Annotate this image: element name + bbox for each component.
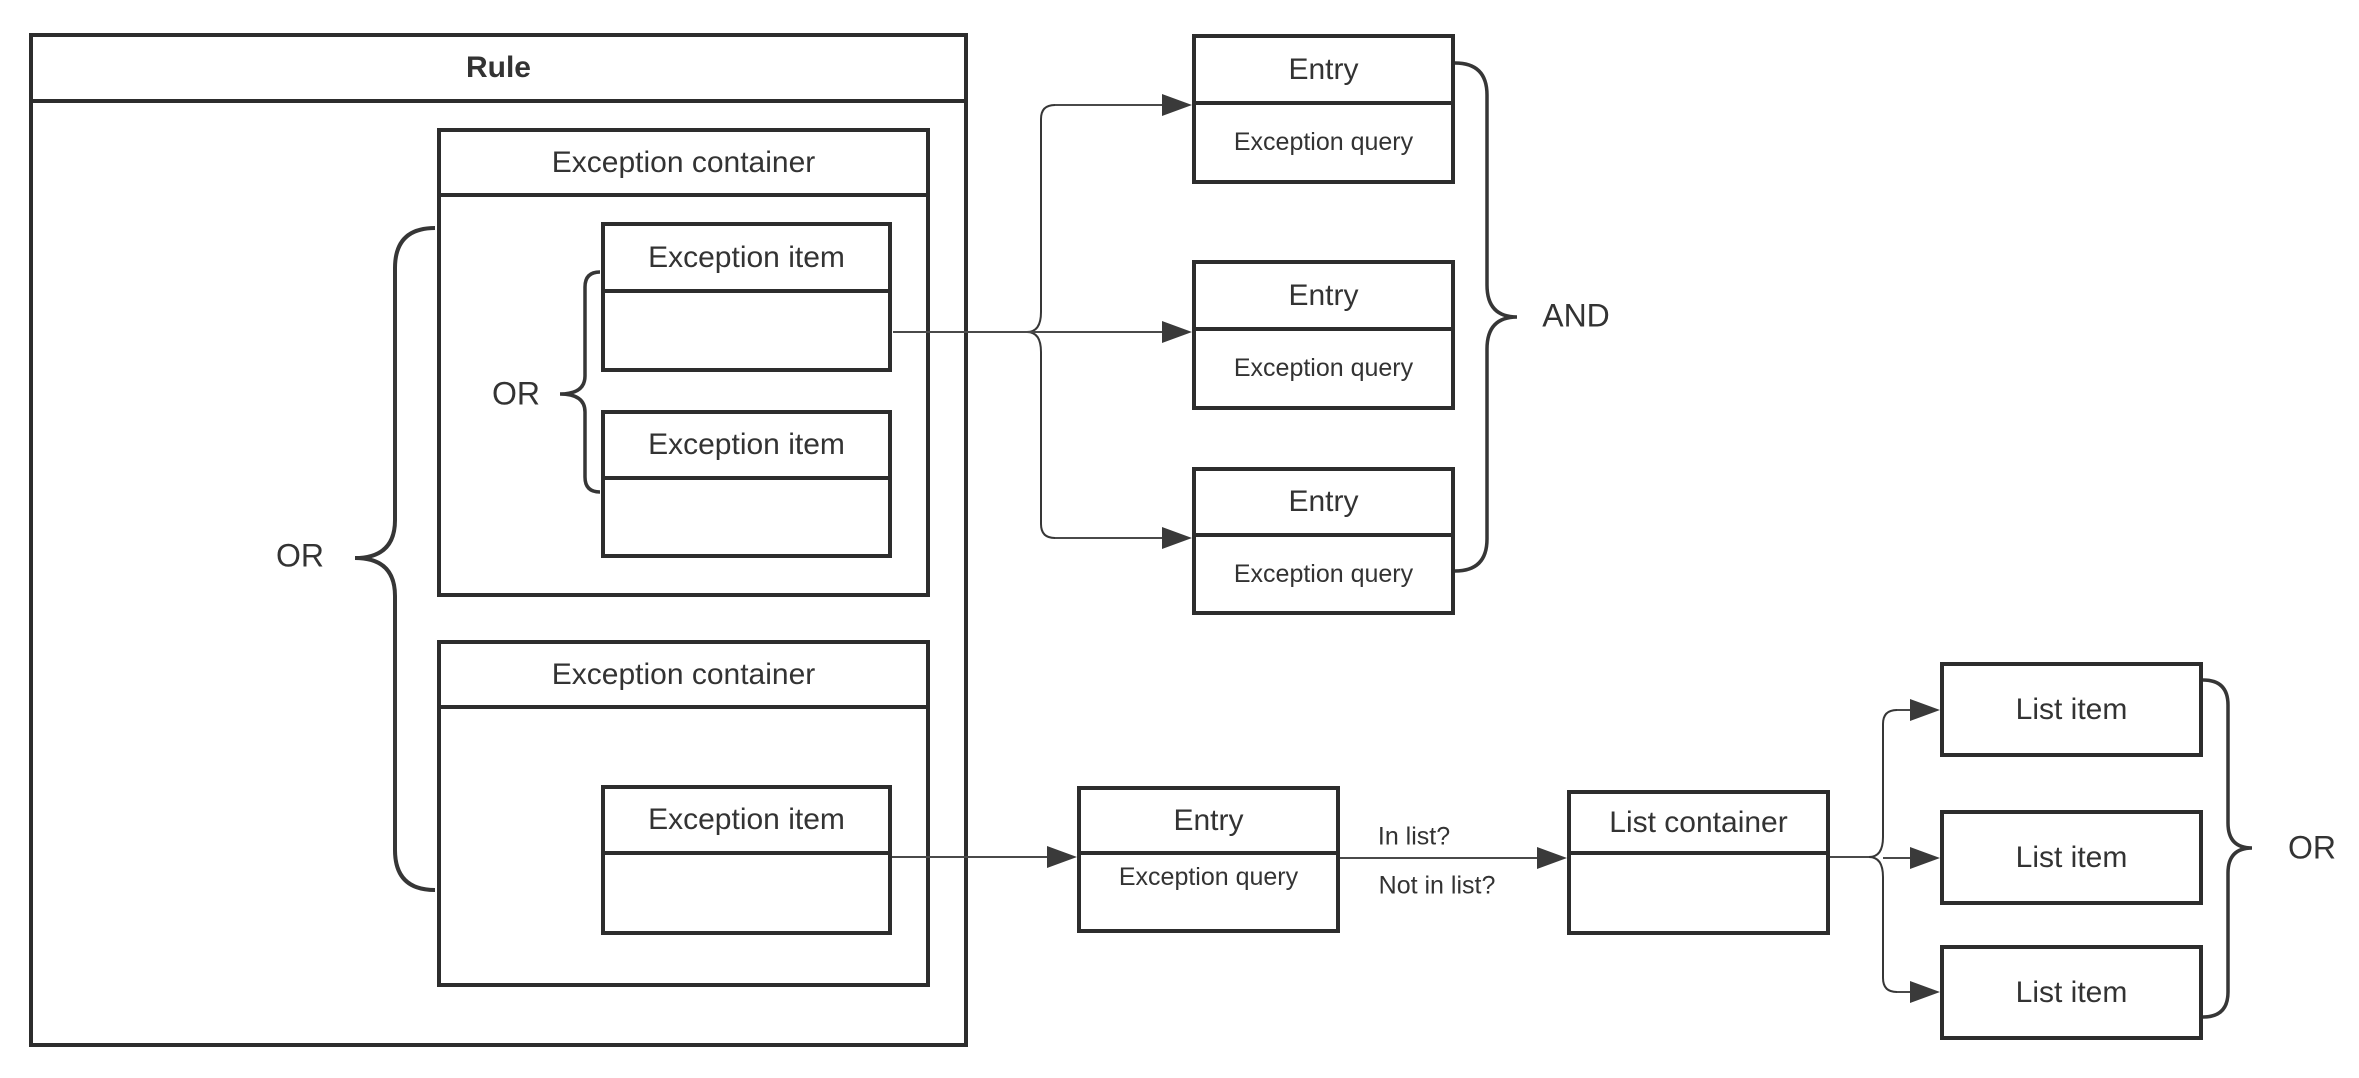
entry-list-flow: Entry Exception query xyxy=(1077,786,1340,933)
entry-fanout-bracket xyxy=(1026,104,1056,539)
arrowhead-entry-list-flow xyxy=(1047,846,1077,868)
exception-item-3-title: Exception item xyxy=(605,789,888,855)
list-or-brace xyxy=(2202,678,2253,1019)
exception-item-1-title: Exception item xyxy=(605,226,888,293)
and-label: AND xyxy=(1542,297,1610,334)
and-brace xyxy=(1454,61,1518,573)
arrowhead-entry1 xyxy=(1162,94,1192,116)
exception-container-2-title: Exception container xyxy=(441,644,926,709)
entry-list-flow-query: Exception query xyxy=(1118,863,1299,891)
arrowhead-entry2 xyxy=(1162,321,1192,343)
arrowhead-entry3 xyxy=(1162,527,1192,549)
list-container: List container xyxy=(1567,790,1830,935)
entry-2: Entry Exception query xyxy=(1192,260,1455,410)
not-in-list-label: Not in list? xyxy=(1378,871,1496,900)
entry-1: Entry Exception query xyxy=(1192,34,1455,184)
in-list-label: In list? xyxy=(1377,822,1451,851)
list-fanout-bracket xyxy=(1868,709,1898,993)
entry-2-query: Exception query xyxy=(1233,354,1414,382)
list-item-2: List item xyxy=(1940,810,2203,905)
entry-3: Entry Exception query xyxy=(1192,467,1455,615)
arrowhead-list-item1 xyxy=(1910,699,1940,721)
exception-item-2: Exception item xyxy=(601,410,892,558)
exception-item-2-title: Exception item xyxy=(605,414,888,480)
arrowhead-list-item2 xyxy=(1910,847,1940,869)
exception-container-1-title: Exception container xyxy=(441,132,926,197)
rule-title: Rule xyxy=(33,37,964,103)
inner-or-label: OR xyxy=(492,375,540,412)
entry-1-query: Exception query xyxy=(1233,128,1414,156)
entry-2-title: Entry xyxy=(1196,264,1451,331)
entry-list-flow-title: Entry xyxy=(1081,790,1336,855)
exception-item-1: Exception item xyxy=(601,222,892,372)
list-or-label: OR xyxy=(2288,829,2336,866)
entry-1-title: Entry xyxy=(1196,38,1451,105)
list-container-title: List container xyxy=(1571,794,1826,855)
outer-or-label: OR xyxy=(276,537,324,574)
entry-3-query: Exception query xyxy=(1233,559,1414,588)
list-item-3: List item xyxy=(1940,945,2203,1040)
arrowhead-list-item3 xyxy=(1910,981,1940,1003)
exception-item-3: Exception item xyxy=(601,785,892,935)
list-item-1: List item xyxy=(1940,662,2203,757)
entry-3-title: Entry xyxy=(1196,471,1451,537)
arrowhead-list-container xyxy=(1537,847,1567,869)
